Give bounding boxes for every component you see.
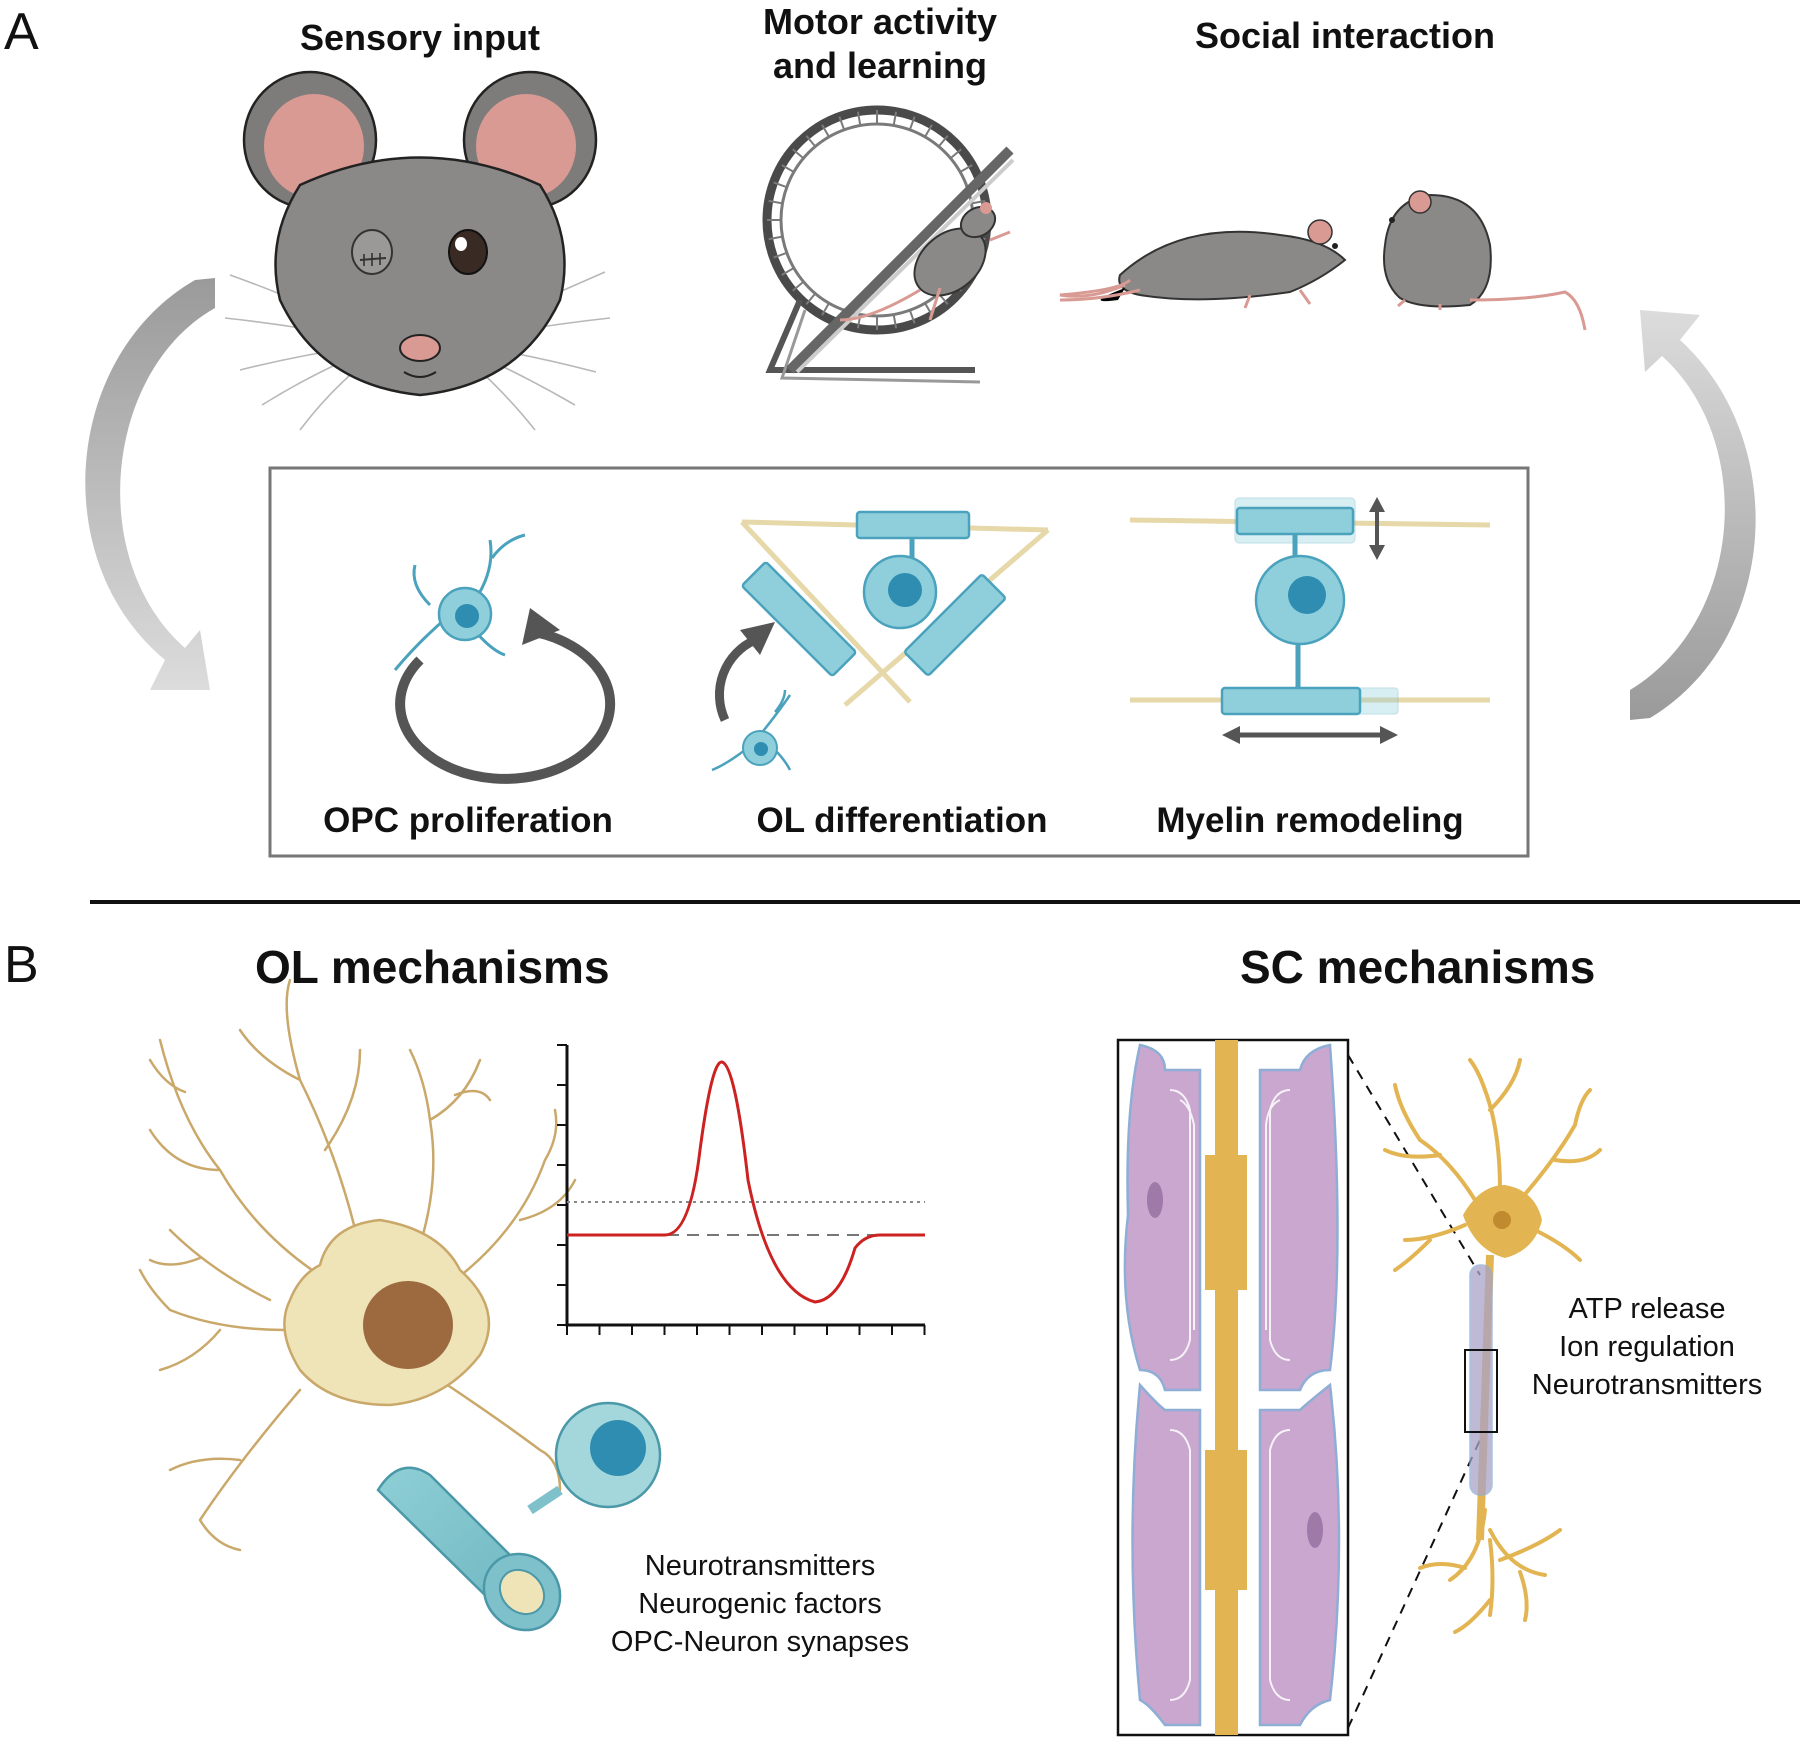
wheel-rung <box>792 148 805 160</box>
right-curved-arrow <box>1630 310 1756 720</box>
process-box <box>268 466 1530 858</box>
wheel-rung <box>773 251 788 259</box>
wheel-rung <box>805 292 817 305</box>
ol-mechanisms-title: OL mechanisms <box>255 941 610 993</box>
wheel-rung <box>781 164 795 173</box>
opc-proliferation-illustration <box>393 533 616 784</box>
wheel-rung <box>937 135 949 148</box>
wheel-rung <box>924 124 933 138</box>
wheel-rung <box>821 302 830 316</box>
wheel-rung <box>792 280 805 292</box>
motor-activity-title: Motor activity and learning <box>730 0 1030 88</box>
schwann-zoom-panel <box>1116 1038 1350 1737</box>
sc-mechanisms-title: SC mechanisms <box>1240 941 1596 993</box>
sc-factor-item: Neurotransmitters <box>1531 1369 1763 1401</box>
ol-factor-item: OPC-Neuron synapses <box>610 1626 910 1658</box>
peripheral-neuron-illustration <box>1383 1058 1602 1634</box>
panel-b-letter: B <box>4 936 39 994</box>
panel-a-letter: A <box>4 3 39 61</box>
sensory-input-title: Sensory input <box>299 17 541 58</box>
wheel-rung <box>892 111 898 126</box>
zoom-line-bottom <box>1347 1439 1481 1729</box>
ol-factor-item: Neurogenic factors <box>638 1588 882 1620</box>
neuron-illustration <box>138 978 577 1552</box>
ol-differentiation-label: OL differentiation <box>756 801 1048 840</box>
running-wheel-icon <box>762 105 1015 384</box>
wheel-rung <box>959 164 973 173</box>
social-mice-icon <box>1059 190 1587 331</box>
opc-proliferation-label: OPC proliferation <box>323 801 613 840</box>
sc-factor-item: Ion regulation <box>1559 1331 1735 1363</box>
social-interaction-title: Social interaction <box>1194 15 1496 56</box>
motor-title-line1: Motor activity <box>762 1 998 42</box>
zoom-line-top <box>1347 1054 1481 1276</box>
sc-factor-list: ATP release Ion regulation Neurotransmit… <box>1502 1290 1792 1404</box>
myelin-remodeling-illustration <box>1129 497 1491 744</box>
wheel-rung <box>908 116 916 131</box>
wheel-rung <box>856 111 862 126</box>
ol-differentiation-illustration <box>711 510 1050 772</box>
wheel-rung <box>773 181 788 189</box>
wheel-rung <box>892 314 898 329</box>
sc-factor-item: ATP release <box>1568 1293 1726 1325</box>
wheel-rung <box>781 267 795 276</box>
opc-myelin-cylinder <box>376 1401 662 1632</box>
left-curved-arrow <box>85 278 215 690</box>
wheel-rung <box>908 309 916 324</box>
action-potential-trace <box>557 1044 926 1335</box>
wheel-rung <box>971 199 986 205</box>
mouse-head-icon <box>224 70 611 431</box>
wheel-rung <box>949 148 962 160</box>
ol-factor-list: Neurotransmitters Neurogenic factors OPC… <box>575 1547 945 1661</box>
ol-factor-item: Neurotransmitters <box>644 1550 876 1582</box>
myelin-remodeling-label: Myelin remodeling <box>1156 801 1464 840</box>
zoom-source-box <box>1464 1349 1498 1433</box>
motor-title-line2: and learning <box>772 45 988 86</box>
wheel-rung <box>805 135 817 148</box>
wheel-rung <box>821 124 830 138</box>
wheel-rung <box>768 235 783 241</box>
wheel-rung <box>768 199 783 205</box>
wheel-rung <box>838 116 846 131</box>
